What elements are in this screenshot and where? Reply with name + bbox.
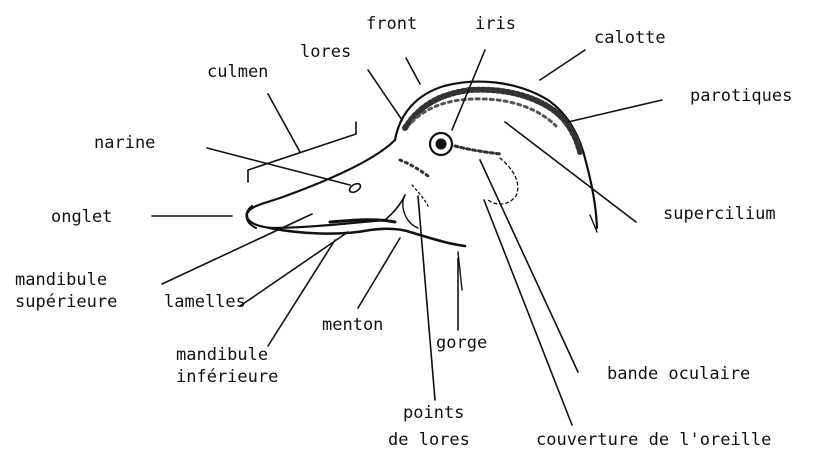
- label-gorge: gorge: [436, 333, 487, 353]
- nostril: [348, 182, 362, 194]
- label-mandibule-inferieure-line1: mandibule: [176, 345, 268, 365]
- label-mandibule-superieure-line1: mandibule: [15, 270, 107, 290]
- bill-lower: [270, 228, 465, 246]
- ear-patch: [488, 158, 518, 204]
- label-bande-oculaire: bande oculaire: [607, 364, 750, 384]
- label-front: front: [366, 14, 417, 34]
- label-calotte: calotte: [594, 28, 666, 48]
- bill-upper: [247, 140, 395, 228]
- label-mandibule-inferieure-line2: inférieure: [176, 367, 278, 387]
- gape-line: [385, 195, 405, 220]
- label-culmen: culmen: [207, 62, 268, 82]
- label-supercilium: supercilium: [663, 204, 776, 224]
- label-points-de-lores-line2: de lores: [388, 430, 470, 450]
- label-iris: iris: [475, 14, 516, 34]
- label-menton: menton: [322, 315, 383, 335]
- chin-line: [403, 195, 418, 228]
- label-mandibule-superieure-line2: supérieure: [15, 292, 117, 312]
- label-couverture-oreille: couverture de l'oreille: [536, 430, 771, 450]
- label-narine: narine: [94, 133, 155, 153]
- label-parotiques: parotiques: [690, 86, 792, 106]
- label-onglet: onglet: [51, 207, 112, 227]
- eye-inner: [436, 139, 446, 149]
- cheek-dots: [400, 160, 428, 176]
- label-lores: lores: [300, 42, 351, 62]
- label-points-de-lores-line1: points: [403, 403, 464, 423]
- lores-dots: [412, 185, 428, 206]
- eye-stripe: [455, 146, 500, 154]
- label-lamelles: lamelles: [164, 292, 246, 312]
